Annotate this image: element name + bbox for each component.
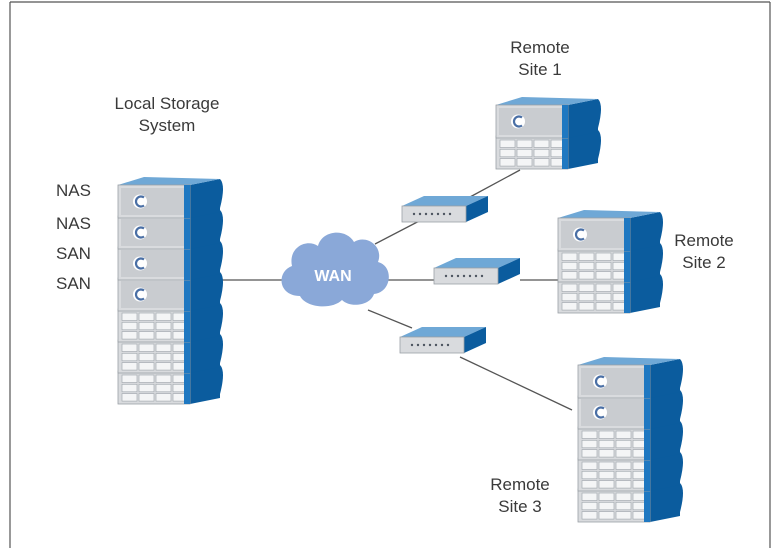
- local-storage-label: Local Storage System: [92, 93, 242, 137]
- server-stacks: [117, 97, 683, 523]
- nas-label-2: NAS: [56, 214, 91, 233]
- storage-controller-icon: [117, 208, 223, 250]
- remote-site-2-stack: [557, 210, 663, 314]
- link-router1-remote1: [469, 169, 521, 198]
- storage-controller-icon: [557, 210, 663, 252]
- remote-site-2-label: Remote Site 2: [644, 230, 764, 274]
- storage-controller-icon: [577, 388, 683, 430]
- remote-site-1-label: Remote Site 1: [480, 37, 600, 81]
- remote-site-1-stack: [495, 97, 601, 170]
- remote-site-2-label-line1: Remote: [674, 231, 734, 250]
- storage-controller-icon: [577, 357, 683, 399]
- san-label-1: SAN: [56, 244, 91, 263]
- storage-controller-icon: [117, 177, 223, 219]
- remote-site-1-label-line2: Site 1: [518, 60, 562, 79]
- nas-label-1: NAS: [56, 181, 91, 200]
- link-wan-router3: [367, 309, 413, 329]
- disk-array-icon: [495, 128, 601, 170]
- wan-cloud-icon: [281, 232, 389, 307]
- router-icon-site-1: [401, 196, 488, 223]
- wan-label: WAN: [314, 268, 352, 285]
- remote-site-3-stack: [577, 357, 683, 523]
- remote-site-3-label-line1: Remote: [490, 475, 550, 494]
- remote-site-2-label-line2: Site 2: [682, 253, 726, 272]
- routers: [399, 196, 520, 354]
- frame: [9, 1, 771, 548]
- remote-site-3-label-line2: Site 3: [498, 497, 542, 516]
- remote-site-3-label: Remote Site 3: [460, 474, 580, 518]
- local-storage-stack: [117, 177, 223, 405]
- storage-controller-icon: [495, 97, 601, 139]
- connection-lines: [220, 169, 573, 411]
- san-label-2: SAN: [56, 274, 91, 293]
- local-storage-label-line2: System: [138, 116, 196, 135]
- link-router3-remote3: [459, 356, 573, 411]
- router-icon-site-2: [433, 258, 520, 285]
- remote-site-1-label-line1: Remote: [510, 38, 570, 57]
- local-storage-label-line1: Local Storage: [114, 94, 220, 113]
- storage-controller-icon: [117, 239, 223, 281]
- router-icon-site-3: [399, 327, 486, 354]
